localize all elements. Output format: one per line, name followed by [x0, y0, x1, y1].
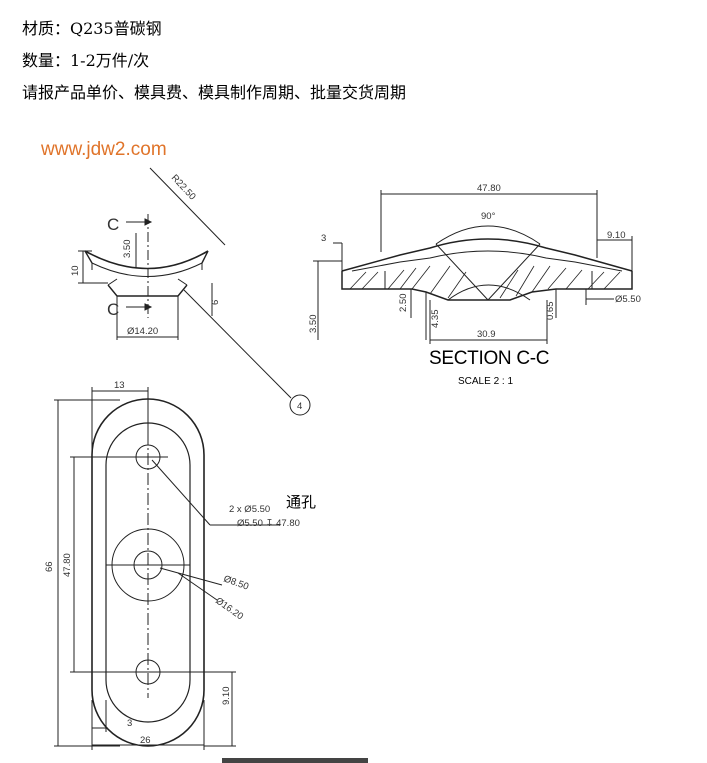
dim-3: 3	[321, 233, 326, 244]
c-label-top: C	[107, 215, 119, 234]
dim-14-20: Ø14.20	[127, 326, 158, 337]
scrollbar-thumb[interactable]	[222, 758, 368, 763]
dim-6: 6	[210, 300, 221, 305]
side-view	[78, 167, 311, 416]
section-scale: SCALE 2 : 1	[458, 376, 514, 387]
dim-47-80-top: 47.80	[477, 183, 501, 194]
dim-10: 10	[70, 265, 81, 276]
dim-9-10-top: 9.10	[607, 230, 626, 241]
dim-3-bottom: 3	[127, 718, 132, 729]
dim-30-9: 30.9	[477, 329, 496, 340]
dim-4-35: 4.35	[430, 310, 441, 329]
watermark-url: www.jdw2.com	[41, 139, 167, 160]
section-title: SECTION C-C	[429, 348, 550, 369]
dim-90deg: 90°	[481, 211, 496, 222]
dim-r22-50: R22.50	[169, 173, 198, 203]
dim-9-10-bottom: 9.10	[221, 687, 232, 706]
through-hole-label: 通孔	[286, 493, 317, 511]
dim-16-20: Ø16.20	[213, 595, 245, 622]
dim-2-50: 2.50	[398, 294, 409, 313]
dim-66: 66	[44, 561, 55, 572]
section-view	[313, 190, 633, 344]
dim-5-50: Ø5.50	[615, 294, 641, 305]
balloon-4: 4	[297, 401, 302, 412]
dim-0-65: 0.65	[545, 302, 556, 321]
dim-3-50-left: 3.50	[308, 315, 319, 334]
dim-26: 26	[140, 735, 151, 746]
dim-47-80-left: 47.80	[62, 553, 73, 577]
dim-13: 13	[114, 380, 125, 391]
hole-note-2: Ø5.50 ↧ 47.80	[237, 518, 300, 529]
spec-request: 请报产品单价、模具费、模具制作周期、批量交货周期	[22, 83, 407, 102]
hole-note-1: 2 x Ø5.50	[229, 504, 270, 515]
dim-8-50: Ø8.50	[222, 573, 250, 592]
plan-view	[54, 387, 280, 750]
spec-material: 材质：Q235普碳钢	[22, 19, 162, 38]
spec-quantity: 数量：1-2万件/次	[22, 51, 150, 70]
c-label-bottom: C	[107, 300, 119, 319]
dim-3-50-top: 3.50	[122, 240, 133, 259]
